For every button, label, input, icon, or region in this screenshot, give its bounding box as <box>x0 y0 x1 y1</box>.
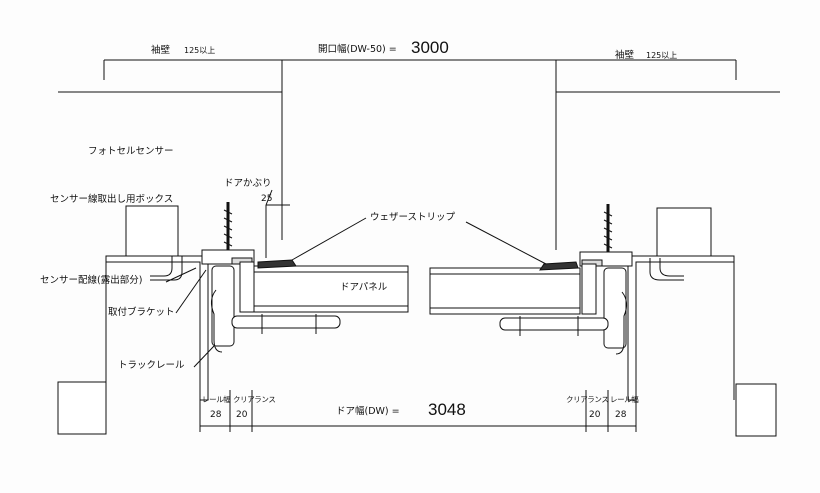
door-cover-leader <box>265 189 273 206</box>
door-cover-label: ドアかぶり <box>224 178 272 189</box>
door-width-label: ドア幅(DW) = <box>336 406 400 417</box>
left-sensor-wiring <box>150 256 183 281</box>
left-wall-value: 125以上 <box>184 46 216 55</box>
left-weather-strip <box>257 259 297 269</box>
sensor-box-label: センサー線取出し用ボックス <box>50 194 174 205</box>
right-wall-label: 袖壁 <box>615 50 635 61</box>
right-wall <box>555 91 780 250</box>
weather-strip-label: ウェザーストリップ <box>370 212 456 223</box>
left-track-rail <box>211 265 235 347</box>
right-end-block <box>735 383 777 437</box>
sensor-wiring-leader <box>165 267 197 283</box>
right-door-panel <box>429 267 581 315</box>
door-width-value: 3048 <box>428 400 466 419</box>
weather-strip-leader-left <box>291 217 367 261</box>
right-header <box>627 255 735 401</box>
left-rail-width-label: レール幅 <box>202 395 231 404</box>
right-weather-strip <box>539 261 579 271</box>
opening-width-value: 3000 <box>411 38 449 57</box>
left-door-panel <box>253 265 409 313</box>
right-clearance-label: クリアランス <box>566 395 609 404</box>
opening-width-label: 開口幅(DW-50) = <box>318 44 397 55</box>
right-track-rail <box>603 267 627 349</box>
left-wall-label: 袖壁 <box>151 45 171 56</box>
right-clearance-value: 20 <box>589 410 601 420</box>
bracket-leader <box>175 269 207 314</box>
track-rail-label: トラックレール <box>118 360 185 371</box>
right-rail-width-value: 28 <box>615 410 627 420</box>
left-wall <box>58 91 283 240</box>
right-rail-width-label: レール幅 <box>610 395 639 404</box>
mounting-bracket-label: 取付ブラケット <box>108 307 175 318</box>
left-clearance-value: 20 <box>236 410 248 420</box>
sensor-wiring-label: センサー配線(露出部分) <box>40 275 143 286</box>
track-rail-leader <box>193 345 215 368</box>
left-end-block <box>57 381 107 435</box>
right-wall-value: 125以上 <box>646 51 678 60</box>
weather-strip-leader-right <box>465 221 547 265</box>
left-sensor-box <box>125 205 179 257</box>
left-roller <box>231 315 341 329</box>
door-cover-value: 25 <box>261 194 273 204</box>
door-panel-label: ドアパネル <box>340 282 388 293</box>
right-sensor-wiring <box>649 258 684 281</box>
left-rail-width-value: 28 <box>210 410 222 420</box>
right-roller <box>499 317 609 331</box>
right-sensor-box <box>656 207 712 257</box>
photocell-sensor-label: フォトセルセンサー <box>88 146 174 157</box>
left-clearance-label: クリアランス <box>233 395 276 404</box>
